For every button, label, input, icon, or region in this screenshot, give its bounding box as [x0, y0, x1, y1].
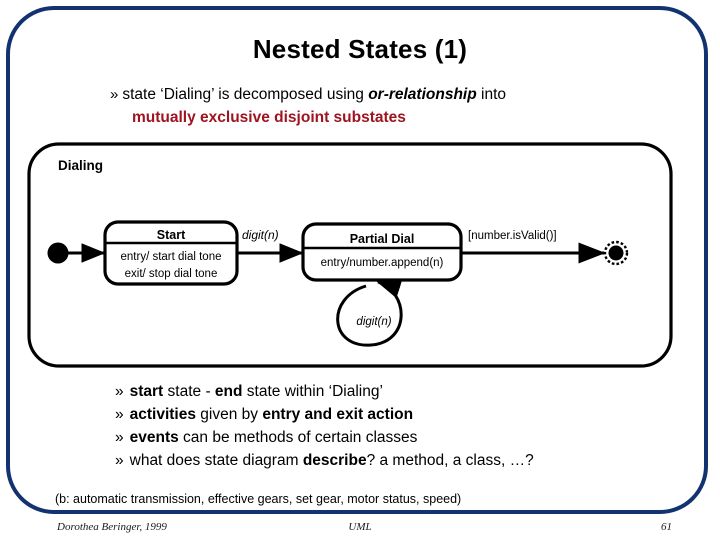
bullet-marker-icon: »	[115, 452, 124, 469]
state-partial-dial: Partial Dial entry/number.append(n)	[301, 222, 463, 282]
state-start: Start entry/ start dial tone exit/ stop …	[103, 220, 239, 286]
bullet-item-4-part-2: describe	[302, 452, 367, 469]
bullet-marker-icon: »	[115, 429, 124, 446]
bullet-item-3: » events can be methods of certain classe…	[115, 426, 705, 449]
intro-text-emphasis: or-relationship	[368, 86, 477, 103]
footer-center-label: UML	[348, 521, 372, 533]
state-partial-dial-activity-1: entry/number.append(n)	[321, 257, 444, 269]
bullet-item-2-part-3: entry and exit action	[262, 406, 414, 423]
transition-label-guard: [number.isValid()]	[468, 230, 557, 242]
transition-label-digit-2: digit(n)	[356, 316, 391, 328]
footer-author: Dorothea Beringer, 1999	[57, 521, 167, 533]
state-start-activity-2: exit/ stop dial tone	[125, 268, 218, 280]
bullet-item-1-part-3: end	[214, 383, 243, 400]
intro-text-post: into	[476, 86, 507, 103]
bullet-marker-icon: »	[115, 383, 124, 400]
bullet-item-2-part-2: given by	[195, 406, 263, 423]
state-diagram: Dialing Start entry/ start dial tone exi…	[26, 140, 676, 372]
footer-page-number: 61	[661, 521, 672, 533]
bullet-item-1-part-4: state within ‘Dialing’	[242, 383, 383, 400]
bullet-list: » start state - end state within ‘Dialing…	[115, 380, 705, 472]
bullet-item-3-part-2: can be methods of certain classes	[178, 429, 418, 446]
state-start-name: Start	[157, 228, 186, 242]
bullet-item-4: » what does state diagram describe? a met…	[115, 449, 705, 472]
bullet-item-2-part-1: activities	[129, 406, 196, 423]
transition-label-digit-1: digit(n)	[242, 228, 279, 242]
page-title: Nested States (1)	[252, 34, 468, 64]
bullet-item-2: » activities given by entry and exit acti…	[115, 403, 705, 426]
initial-state-marker	[47, 242, 69, 264]
intro-bullet-block: »state ‘Dialing’ is decomposed using or-…	[110, 84, 670, 129]
composite-state-label: Dialing	[58, 158, 103, 173]
bullet-item-1-part-2: state -	[163, 383, 215, 400]
bullet-item-1-part-1: start	[129, 383, 164, 400]
intro-text-pre: state ‘Dialing’ is decomposed using	[122, 86, 369, 103]
bullet-item-1: » start state - end state within ‘Dialing…	[115, 380, 705, 403]
intro-bullet-line: »state ‘Dialing’ is decomposed using or-…	[110, 84, 670, 106]
bullet-item-4-part-1: what does state diagram	[129, 452, 303, 469]
state-start-activity-1: entry/ start dial tone	[121, 251, 222, 263]
final-state-marker	[603, 240, 629, 266]
note-text: (b: automatic transmission, effective ge…	[55, 492, 462, 506]
bullet-marker-icon: »	[110, 86, 119, 103]
intro-highlight-text: mutually exclusive disjoint substates	[132, 109, 406, 126]
state-partial-dial-name: Partial Dial	[350, 232, 415, 246]
slide-footer: Dorothea Beringer, 1999 UML 61	[0, 521, 720, 537]
bullet-item-4-part-3: ? a method, a class, …?	[366, 452, 534, 469]
composite-state-box	[27, 142, 673, 368]
bullet-item-3-part-1: events	[129, 429, 179, 446]
transition-self-loop-partial	[336, 279, 403, 347]
bullet-marker-icon: »	[115, 406, 124, 423]
